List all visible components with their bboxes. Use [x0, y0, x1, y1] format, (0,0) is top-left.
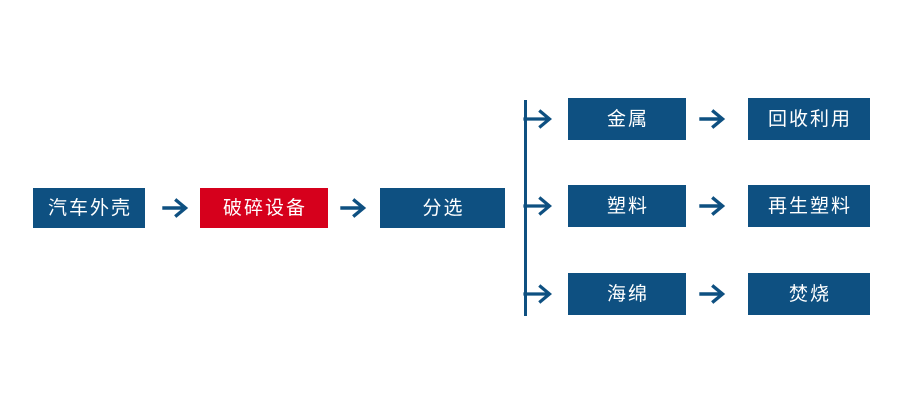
arrow-input-to-crusher: [162, 196, 191, 220]
node-input[interactable]: 汽车外壳: [33, 188, 145, 228]
vertical-bus-line: [524, 100, 527, 316]
node-outcome-regen-plastic[interactable]: 再生塑料: [748, 185, 870, 227]
node-outcome-incinerate-label: 焚烧: [788, 283, 831, 305]
node-input-label: 汽车外壳: [47, 197, 132, 219]
node-crusher-label: 破碎设备: [222, 197, 307, 219]
node-material-sponge[interactable]: 海绵: [568, 273, 686, 315]
arrow-crusher-to-sorting: [340, 196, 369, 220]
arrow-metal-to-outcome: [699, 107, 728, 131]
branch-arrow-plastic: [523, 194, 555, 218]
node-outcome-recycle[interactable]: 回收利用: [748, 98, 870, 140]
node-sorting-label: 分选: [422, 197, 465, 219]
branch-arrow-sponge: [523, 282, 555, 306]
node-material-metal[interactable]: 金属: [568, 98, 686, 140]
arrow-plastic-to-outcome: [699, 194, 728, 218]
node-outcome-regen-plastic-label: 再生塑料: [767, 195, 852, 217]
node-sorting[interactable]: 分选: [380, 188, 505, 228]
node-outcome-recycle-label: 回收利用: [767, 108, 852, 130]
node-outcome-incinerate[interactable]: 焚烧: [748, 273, 870, 315]
node-material-plastic[interactable]: 塑料: [568, 185, 686, 227]
branch-arrow-metal: [523, 107, 555, 131]
arrow-sponge-to-outcome: [699, 282, 728, 306]
node-material-metal-label: 金属: [606, 108, 649, 130]
node-crusher[interactable]: 破碎设备: [200, 188, 328, 228]
node-material-plastic-label: 塑料: [606, 195, 649, 217]
node-material-sponge-label: 海绵: [606, 283, 649, 305]
